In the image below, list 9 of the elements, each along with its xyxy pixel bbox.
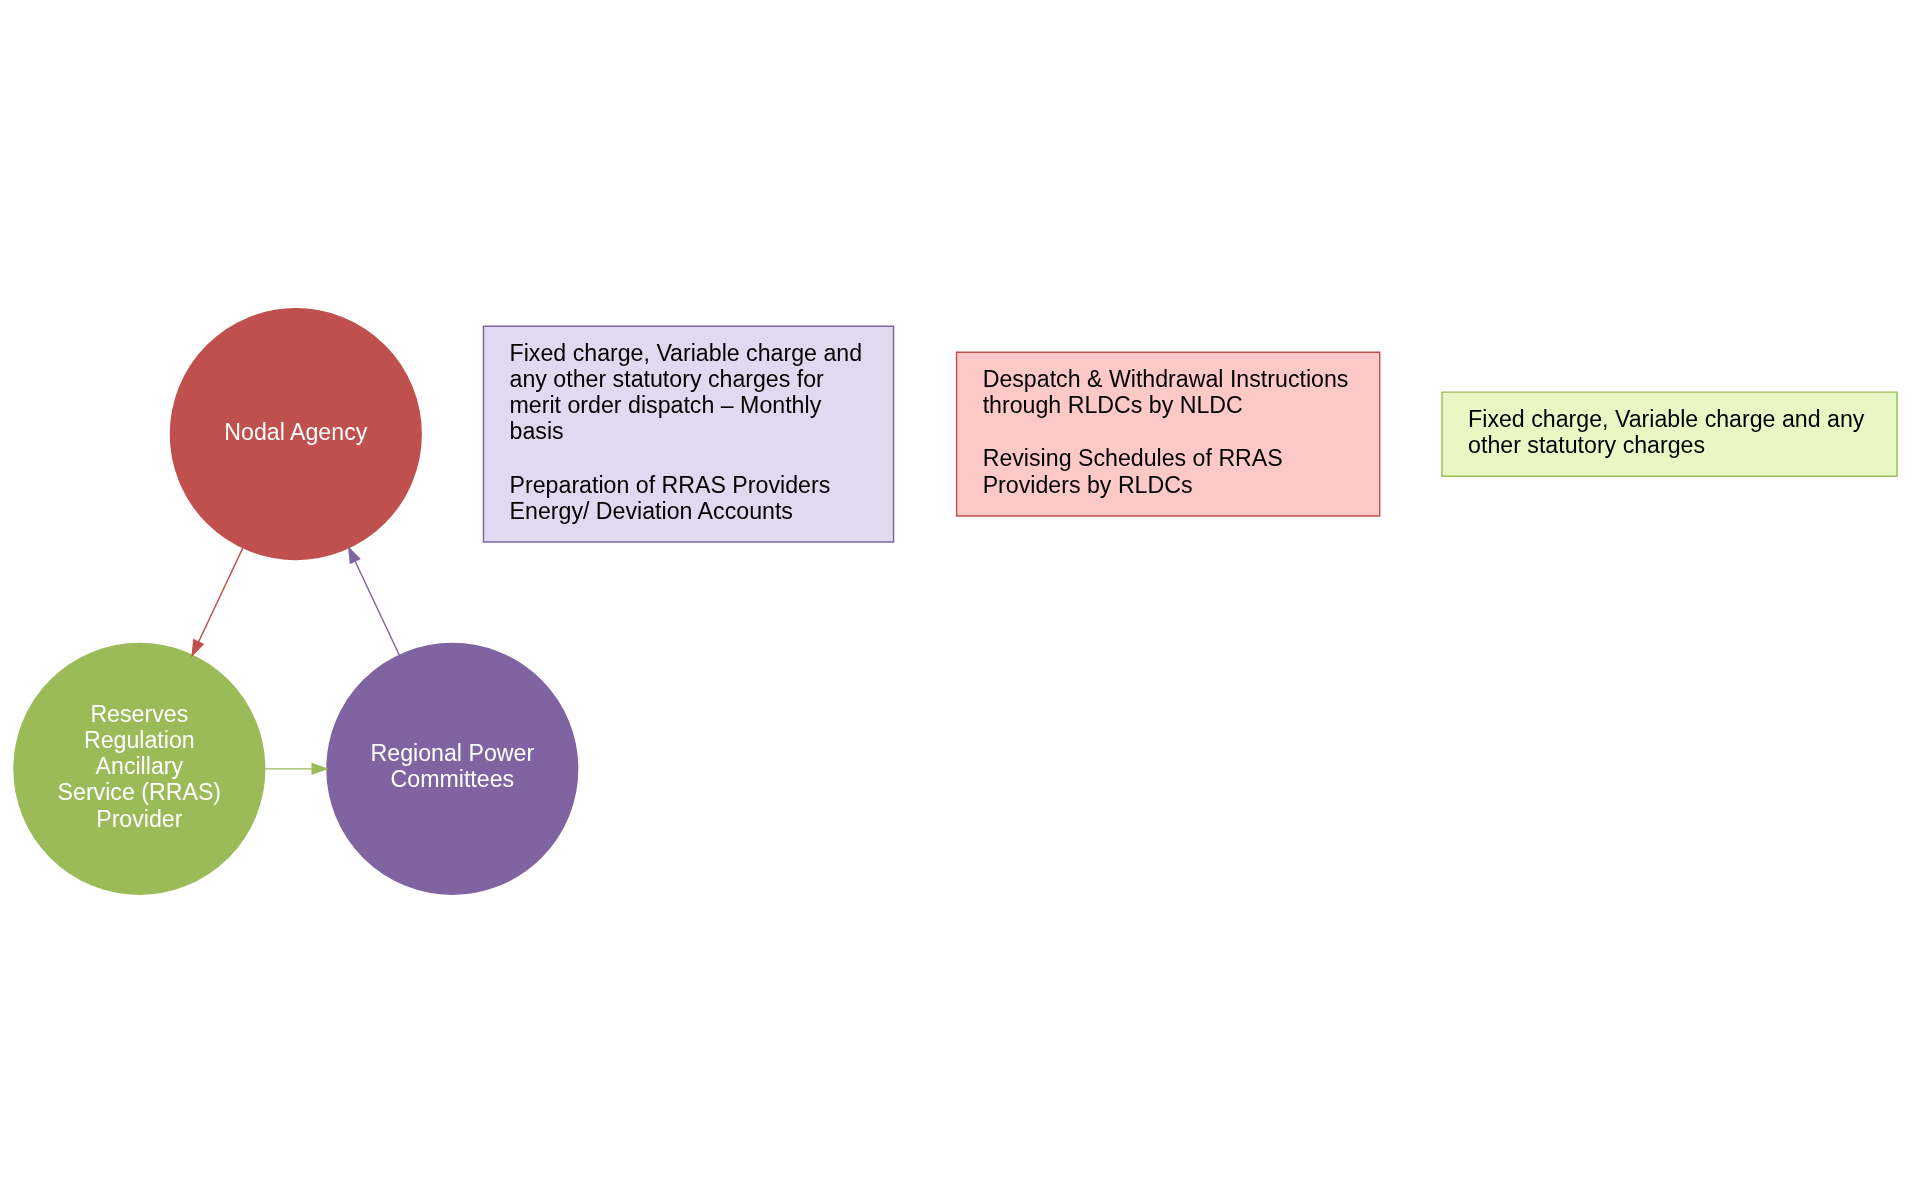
node-circle: Reserves Regulation Ancillary Service (RRAS) Provider — [13, 642, 266, 895]
node-box: Fixed charge, Variable charge and any other statutory charges for merit order dispatch – Monthly basis Preparation of RRAS Providers Energy/ Deviation Accounts — [482, 324, 895, 543]
arrow — [191, 546, 244, 657]
node-box: Despatch & Withdrawal Instructions through RLDCs by NLDC Revising Schedules of RRAS Providers by RLDCs — [955, 351, 1381, 517]
node-circle: Regional Power Committees — [326, 642, 579, 895]
node-circle: Nodal Agency — [169, 307, 422, 560]
node-box: Fixed charge, Variable charge and any other statutory charges — [1441, 390, 1898, 477]
arrow — [347, 545, 401, 656]
arrow — [264, 762, 329, 775]
